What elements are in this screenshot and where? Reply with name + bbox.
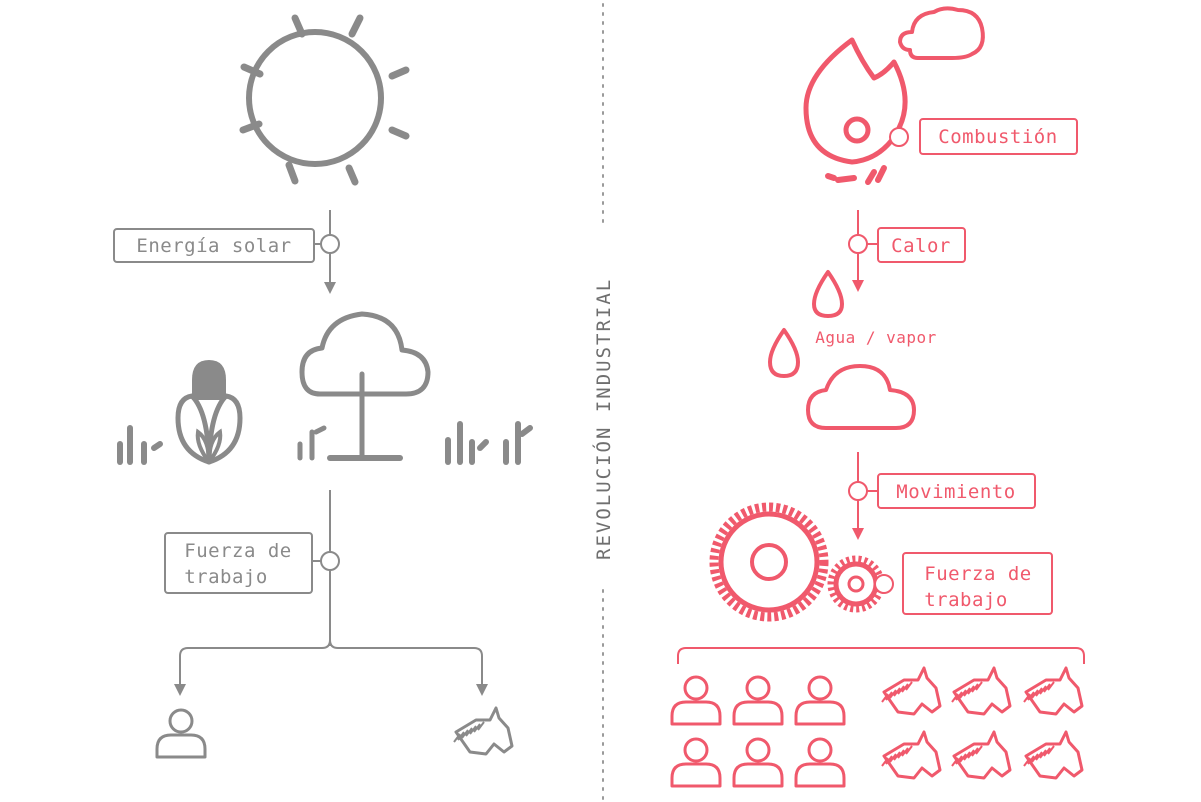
corn-icon xyxy=(175,360,243,465)
horse-icon xyxy=(880,730,942,780)
divider: REVOLUCIÓN INDUSTRIAL xyxy=(591,3,615,801)
grass-icon xyxy=(445,421,533,465)
movement-label: Movimiento xyxy=(896,481,1015,503)
person-icon xyxy=(670,675,722,726)
drop-icon xyxy=(768,328,800,378)
water-vapor-label: Agua / vapor xyxy=(815,328,937,347)
cloud-icon xyxy=(806,364,916,430)
horses-group xyxy=(880,666,1084,780)
heat-box xyxy=(877,227,966,263)
sun-icon xyxy=(239,14,410,186)
smoke-icon xyxy=(898,6,985,60)
grass-icon xyxy=(117,425,163,465)
divider-label: REVOLUCIÓN INDUSTRIAL xyxy=(591,278,615,560)
workforce-label-line2: trabajo xyxy=(184,566,268,588)
solar-energy-box xyxy=(113,228,315,263)
workforce-box-left xyxy=(164,532,313,594)
horse-icon xyxy=(950,730,1012,780)
horse-icon xyxy=(1022,730,1084,780)
movement-box xyxy=(877,473,1036,509)
heat-label: Calor xyxy=(891,235,951,257)
person-icon xyxy=(155,708,207,759)
workforce-right-line2: trabajo xyxy=(924,589,1008,611)
gear-icon xyxy=(827,555,885,613)
person-icon xyxy=(732,675,784,726)
person-icon xyxy=(670,737,722,788)
flame-icon xyxy=(803,37,908,185)
combustion-label: Combustión xyxy=(938,126,1057,148)
person-icon xyxy=(794,675,846,726)
tree-icon xyxy=(297,311,431,461)
drop-icon xyxy=(812,270,844,318)
combustion-box xyxy=(919,118,1078,155)
workforce-box-right xyxy=(902,552,1053,615)
horse-icon xyxy=(1022,666,1084,716)
workforce-right-line1: Fuerza de xyxy=(924,563,1031,585)
horse-icon xyxy=(950,666,1012,716)
solar-energy-label: Energía solar xyxy=(136,235,291,257)
preindustrial-side: Energía solar xyxy=(113,14,533,759)
gear-icon xyxy=(709,502,829,622)
horse-icon xyxy=(452,706,514,756)
person-icon xyxy=(794,737,846,788)
workforce-bracket xyxy=(677,647,1085,664)
horse-icon xyxy=(880,666,942,716)
industrial-side: Combustión Calor Agua / vapor Movimiento xyxy=(670,6,1085,788)
workforce-label-line1: Fuerza de xyxy=(184,540,291,562)
person-icon xyxy=(732,737,784,788)
people-group xyxy=(670,675,846,788)
